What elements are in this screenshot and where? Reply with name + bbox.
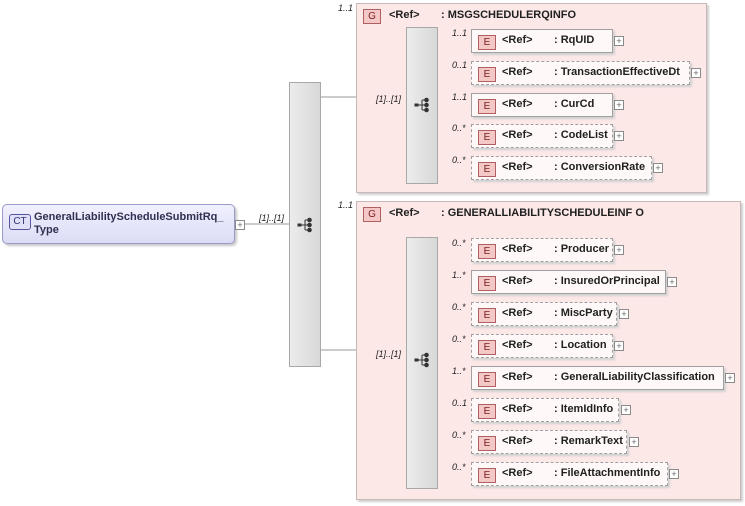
element-name: : ConversionRate [554, 161, 646, 173]
group-name: : MSGSCHEDULERQINFO [441, 9, 577, 21]
element-cardinality: 1..* [452, 270, 466, 280]
group1-sequence-compositor[interactable] [406, 27, 438, 184]
group-ref-label: <Ref> [389, 207, 420, 219]
group-cardinality: 1..1 [338, 3, 354, 13]
element-ref-label: <Ref> [502, 129, 533, 141]
element-name: : ItemIdInfo [554, 403, 614, 415]
element-ref-label: <Ref> [502, 275, 533, 287]
complex-type-badge: CT [9, 214, 31, 230]
expand-icon[interactable]: + [691, 68, 701, 78]
element-cardinality: 0..* [452, 302, 466, 312]
element-name: : InsuredOrPrincipal [554, 275, 660, 287]
expand-icon[interactable]: + [614, 36, 624, 46]
expand-icon[interactable]: + [669, 469, 679, 479]
element-cardinality: 1..1 [452, 92, 468, 102]
element-fileattachmentinfo[interactable]: E <Ref> : FileAttachmentInfo [471, 462, 668, 486]
element-cardinality: 0..* [452, 462, 466, 472]
element-miscparty[interactable]: E <Ref> : MiscParty [471, 302, 617, 326]
element-name: : CodeList [554, 129, 608, 141]
element-name: : RemarkText [554, 435, 623, 447]
element-generalliabilityclassification[interactable]: E <Ref> : GeneralLiabilityClassification [471, 366, 724, 390]
element-badge: E [478, 162, 496, 177]
element-badge: E [478, 404, 496, 419]
expand-icon[interactable]: + [629, 437, 639, 447]
element-cardinality: 0..* [452, 123, 466, 133]
group-badge: G [363, 207, 381, 222]
element-ref-label: <Ref> [502, 435, 533, 447]
element-rquid[interactable]: E <Ref> : RqUID [471, 29, 613, 53]
expand-icon[interactable]: + [621, 405, 631, 415]
element-producer[interactable]: E <Ref> : Producer [471, 238, 613, 262]
element-badge: E [478, 67, 496, 82]
element-ref-label: <Ref> [502, 403, 533, 415]
element-name: : GeneralLiabilityClassification [554, 371, 715, 383]
element-curcd[interactable]: E <Ref> : CurCd [471, 93, 613, 117]
element-badge: E [478, 99, 496, 114]
sequence-icon [414, 352, 429, 368]
element-ref-label: <Ref> [502, 98, 533, 110]
expand-icon[interactable]: + [614, 245, 624, 255]
element-cardinality: 0..1 [452, 60, 468, 70]
sequence-icon [297, 217, 312, 233]
sequence-cardinality: [1]..[1] [376, 94, 402, 104]
element-ref-label: <Ref> [502, 467, 533, 479]
element-name: : FileAttachmentInfo [554, 467, 661, 479]
expand-icon[interactable]: + [614, 100, 624, 110]
element-transactioneffectivedt[interactable]: E <Ref> : TransactionEffectiveDt [471, 61, 690, 85]
element-ref-label: <Ref> [502, 307, 533, 319]
element-cardinality: 1..* [452, 366, 466, 376]
element-ref-label: <Ref> [502, 339, 533, 351]
group-cardinality: 1..1 [338, 200, 354, 210]
expand-icon[interactable]: + [619, 309, 629, 319]
element-ref-label: <Ref> [502, 34, 533, 46]
expand-icon[interactable]: + [667, 277, 677, 287]
element-name: : TransactionEffectiveDt [554, 66, 680, 78]
element-cardinality: 0..1 [452, 398, 468, 408]
group2-sequence-compositor[interactable] [406, 237, 438, 489]
complex-type-name: GeneralLiabilityScheduleSubmitRq_ Type [34, 211, 224, 236]
element-ref-label: <Ref> [502, 243, 533, 255]
element-name: : Producer [554, 243, 610, 255]
expand-icon[interactable]: + [725, 373, 735, 383]
group-ref-label: <Ref> [389, 9, 420, 21]
element-badge: E [478, 244, 496, 259]
element-name: : RqUID [554, 34, 595, 46]
sequence-icon [414, 97, 429, 113]
element-conversionrate[interactable]: E <Ref> : ConversionRate [471, 156, 652, 180]
element-itemidinfo[interactable]: E <Ref> : ItemIdInfo [471, 398, 619, 422]
element-badge: E [478, 35, 496, 50]
element-badge: E [478, 130, 496, 145]
expand-icon[interactable]: + [235, 220, 245, 230]
element-codelist[interactable]: E <Ref> : CodeList [471, 124, 613, 148]
element-cardinality: 0..* [452, 155, 466, 165]
element-ref-label: <Ref> [502, 371, 533, 383]
element-name: : CurCd [554, 98, 595, 110]
expand-icon[interactable]: + [614, 341, 624, 351]
group-name: : GENERALLIABILITYSCHEDULEINF O [441, 207, 644, 219]
expand-icon[interactable]: + [653, 163, 663, 173]
element-ref-label: <Ref> [502, 161, 533, 173]
element-badge: E [478, 468, 496, 483]
complex-type-box[interactable]: CT GeneralLiabilityScheduleSubmitRq_ Typ… [2, 204, 235, 244]
element-insuredorprincipal[interactable]: E <Ref> : InsuredOrPrincipal [471, 270, 666, 294]
element-cardinality: 0..* [452, 430, 466, 440]
element-ref-label: <Ref> [502, 66, 533, 78]
element-badge: E [478, 372, 496, 387]
sequence-cardinality: [1]..[1] [376, 349, 402, 359]
expand-icon[interactable]: + [614, 131, 624, 141]
group-badge: G [363, 9, 381, 24]
element-name: : MiscParty [554, 307, 613, 319]
main-sequence-compositor[interactable] [289, 82, 321, 367]
main-sequence-cardinality: [1]..[1] [259, 213, 285, 223]
element-badge: E [478, 436, 496, 451]
element-badge: E [478, 340, 496, 355]
element-badge: E [478, 276, 496, 291]
element-cardinality: 0..* [452, 238, 466, 248]
element-remarktext[interactable]: E <Ref> : RemarkText [471, 430, 627, 454]
element-cardinality: 0..* [452, 334, 466, 344]
element-location[interactable]: E <Ref> : Location [471, 334, 613, 358]
element-cardinality: 1..1 [452, 28, 468, 38]
element-badge: E [478, 308, 496, 323]
element-name: : Location [554, 339, 607, 351]
